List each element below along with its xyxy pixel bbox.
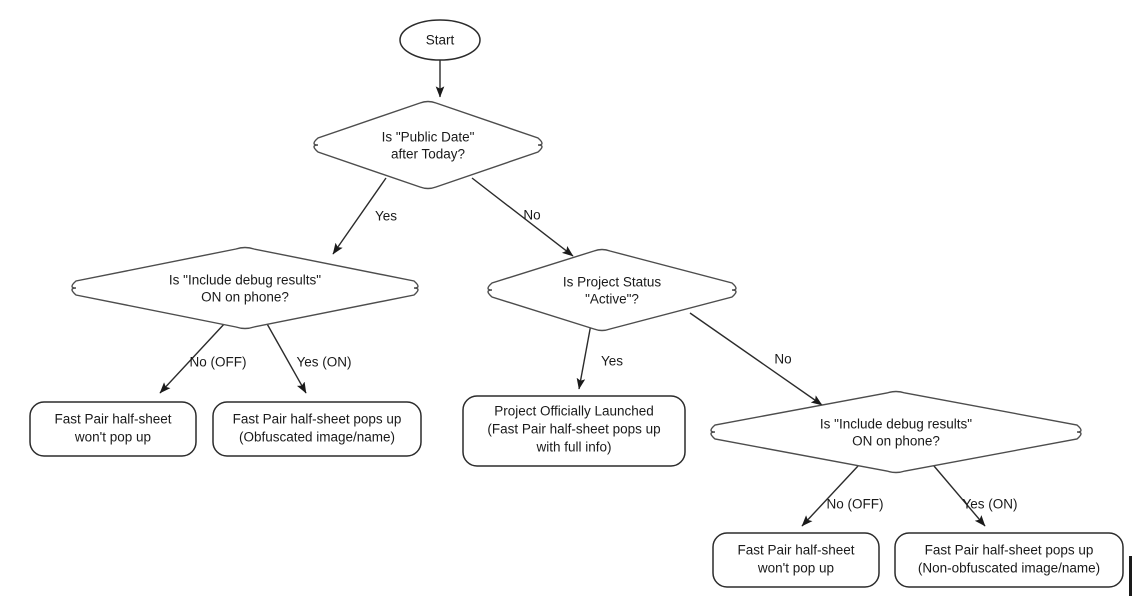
edge-label-project-status-yes: Yes [601,354,623,369]
node-decision-debug-right[interactable]: Is "Include debug results" ON on phone? [710,390,1082,474]
result-left-on-line2: (Obfuscated image/name) [239,430,395,445]
start-ellipse [399,19,481,61]
result-left-off-line2: won't pop up [74,430,151,445]
start-label: Start [426,33,455,48]
node-result-right-on[interactable]: Fast Pair half-sheet pops up (Non-obfusc… [894,532,1124,588]
edge-public-date-yes [332,177,387,255]
node-result-right-off[interactable]: Fast Pair half-sheet won't pop up [712,532,880,588]
edge-project-status-yes [576,323,592,390]
project-status-line1: Is Project Status [563,275,662,290]
result-right-off-line1: Fast Pair half-sheet [737,543,854,558]
result-right-on-line1: Fast Pair half-sheet pops up [925,543,1094,558]
edge-project-status-no [689,312,823,406]
debug-left-line1: Is "Include debug results" [169,273,321,288]
node-decision-project-status[interactable]: Is Project Status "Active"? [487,248,737,332]
result-left-off-box [29,401,197,457]
result-left-on-line1: Fast Pair half-sheet pops up [233,412,402,427]
node-result-launched[interactable]: Project Officially Launched (Fast Pair h… [462,395,686,467]
debug-right-line2: ON on phone? [852,434,940,449]
public-date-diamond [313,100,543,190]
edge-label-public-date-yes: Yes [375,209,397,224]
result-right-on-box [894,532,1124,588]
debug-right-line1: Is "Include debug results" [820,417,972,432]
edge-label-debug-right-no: No (OFF) [827,497,884,512]
node-start[interactable]: Start [399,19,481,61]
public-date-line1: Is "Public Date" [382,130,475,145]
result-launched-line2: (Fast Pair half-sheet pops up [487,422,660,437]
node-result-left-off[interactable]: Fast Pair half-sheet won't pop up [29,401,197,457]
debug-right-diamond [710,390,1082,474]
result-right-off-box [712,532,880,588]
node-decision-public-date[interactable]: Is "Public Date" after Today? [313,100,543,190]
project-status-diamond [487,248,737,332]
edge-debug-right-yes [933,465,986,527]
debug-left-diamond [71,246,419,330]
public-date-line2: after Today? [391,147,465,162]
result-left-off-line1: Fast Pair half-sheet [54,412,171,427]
edge-debug-left-yes [265,321,307,394]
edge-public-date-no [471,177,574,257]
node-result-left-on[interactable]: Fast Pair half-sheet pops up (Obfuscated… [212,401,422,457]
edge-label-debug-right-yes: Yes (ON) [962,497,1017,512]
node-decision-debug-left[interactable]: Is "Include debug results" ON on phone? [71,246,419,330]
result-launched-line1: Project Officially Launched [494,404,654,419]
edge-debug-left-no [159,321,227,394]
debug-left-line2: ON on phone? [201,290,289,305]
result-launched-line3: with full info) [535,440,611,455]
edge-debug-right-no [801,465,859,527]
project-status-line2: "Active"? [585,292,639,307]
right-edge-artifact [1129,556,1132,596]
edge-label-public-date-no: No [523,208,540,223]
edge-label-debug-left-no: No (OFF) [190,355,247,370]
edge-label-debug-left-yes: Yes (ON) [296,355,351,370]
result-right-on-line2: (Non-obfuscated image/name) [918,561,1100,576]
result-launched-box [462,395,686,467]
result-right-off-line2: won't pop up [757,561,834,576]
edge-label-project-status-no: No [774,352,791,367]
result-left-on-box [212,401,422,457]
